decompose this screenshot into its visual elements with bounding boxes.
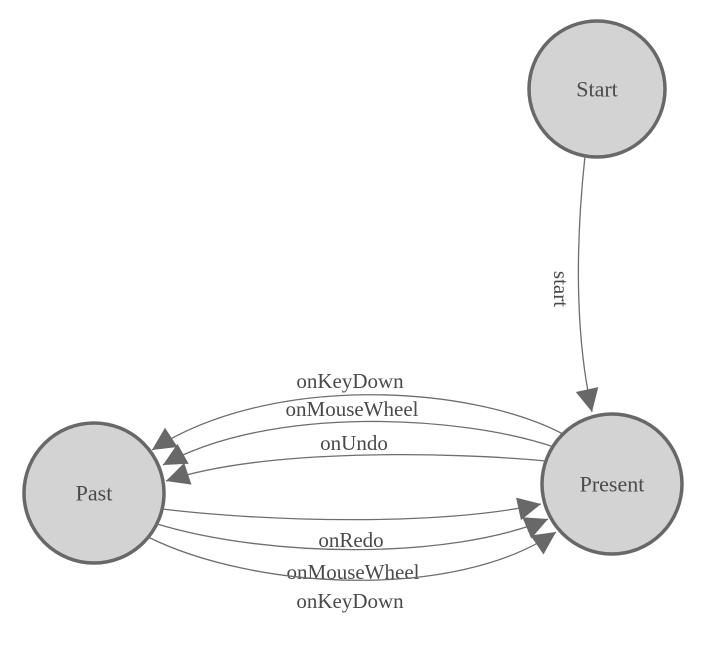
state-node-present[interactable] bbox=[540, 412, 684, 556]
edge-start-to-present-start[interactable] bbox=[577, 155, 593, 413]
state-node-label-start: Start bbox=[576, 77, 618, 102]
edge-present-to-past-onkeydown-arrowhead-icon bbox=[152, 427, 178, 450]
edge-present-to-past-onmousewheel[interactable] bbox=[162, 420, 555, 466]
edge-present-to-past-onkeydown[interactable] bbox=[151, 394, 564, 451]
edge-start-to-present-start-label: start bbox=[549, 271, 573, 307]
edge-past-to-present-onmousewheel[interactable] bbox=[156, 518, 549, 551]
edge-present-to-past-onmousewheel-label: onMouseWheel bbox=[286, 397, 419, 421]
edge-past-to-present-onkeydown-arrowhead-icon bbox=[530, 532, 556, 555]
edge-past-to-present-onmousewheel-arrowhead-icon bbox=[522, 517, 548, 539]
edge-present-to-past-onundo[interactable] bbox=[165, 453, 547, 482]
state-node-label-present: Present bbox=[580, 472, 645, 497]
edge-past-to-present-onredo-arrowhead-icon bbox=[516, 497, 541, 521]
edge-past-to-present-onkeydown[interactable] bbox=[147, 531, 557, 581]
state-node-label-past: Past bbox=[76, 481, 113, 506]
edge-past-to-present-onredo[interactable] bbox=[161, 503, 542, 521]
edge-present-to-past-onundo-label: onUndo bbox=[320, 431, 388, 455]
edge-present-to-past-onmousewheel-arrowhead-icon bbox=[163, 443, 189, 465]
state-node-past[interactable] bbox=[22, 421, 166, 565]
edge-present-to-past-onkeydown-label: onKeyDown bbox=[296, 369, 404, 393]
state-node-start[interactable] bbox=[527, 19, 667, 159]
edge-past-to-present-onkeydown-label: onKeyDown bbox=[296, 589, 404, 613]
edge-start-to-present-start-arrowhead-icon bbox=[575, 387, 599, 412]
edge-present-to-past-onundo-arrowhead-icon bbox=[166, 462, 192, 485]
edge-past-to-present-onredo-label: onRedo bbox=[318, 528, 383, 552]
